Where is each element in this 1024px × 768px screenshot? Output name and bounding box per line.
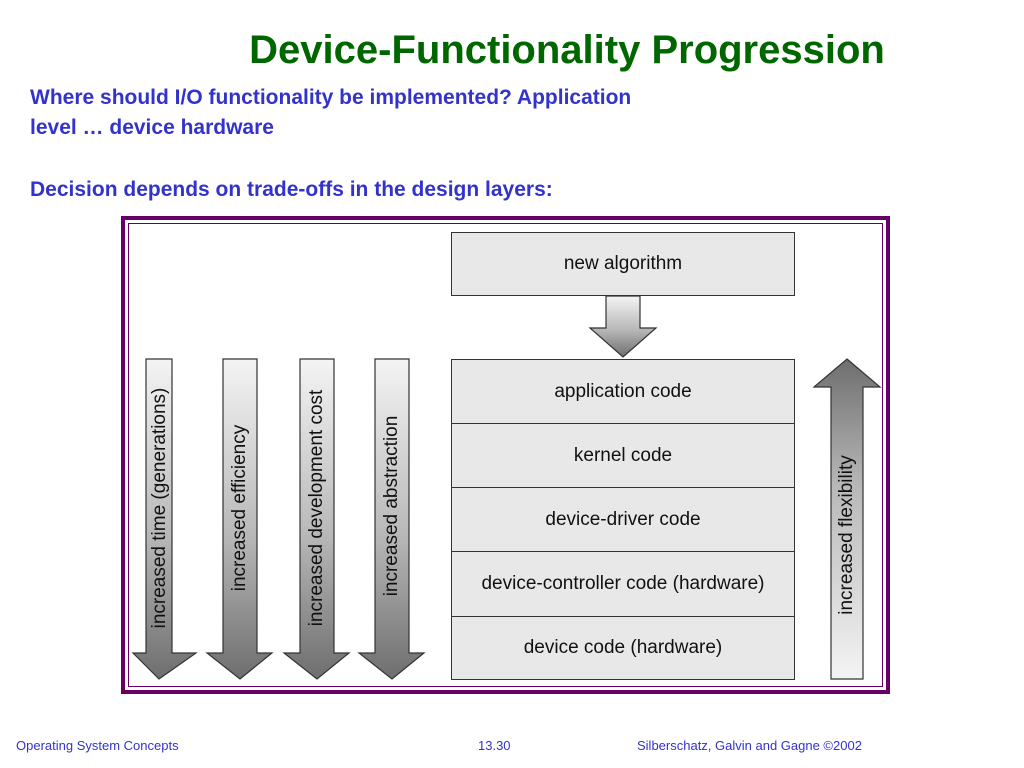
slide-title: Device-Functionality Progression (249, 28, 885, 72)
down-arrow-2 (205, 358, 274, 680)
body-line-2: level … device hardware (30, 116, 274, 139)
arrow-label-time: increased time (generations) (149, 387, 170, 629)
down-arrow-4 (357, 358, 426, 680)
up-arrow (812, 358, 882, 680)
arrow-label-abstraction: increased abstraction (381, 415, 402, 597)
layer-device-controller-code: device-controller code (hardware) (451, 552, 795, 617)
arrow-label-flexibility: increased flexibility (836, 455, 857, 615)
footer-page-number: 13.30 (478, 738, 511, 753)
body-line-3: Decision depends on trade-offs in the de… (30, 178, 553, 201)
new-algorithm-box: new algorithm (451, 232, 795, 296)
arrow-label-development-cost: increased development cost (306, 389, 327, 627)
layer-application-code: application code (451, 359, 795, 424)
layer-device-code: device code (hardware) (451, 617, 795, 680)
footer-left: Operating System Concepts (16, 738, 179, 753)
footer-right: Silberschatz, Galvin and Gagne ©2002 (637, 738, 862, 753)
body-line-1: Where should I/O functionality be implem… (30, 86, 632, 109)
layer-device-driver-code: device-driver code (451, 488, 795, 552)
layer-kernel-code: kernel code (451, 424, 795, 488)
down-arrow-top (588, 295, 658, 358)
arrow-label-efficiency: increased efficiency (229, 424, 250, 592)
down-arrow-1 (131, 358, 198, 680)
down-arrow-3 (282, 358, 351, 680)
